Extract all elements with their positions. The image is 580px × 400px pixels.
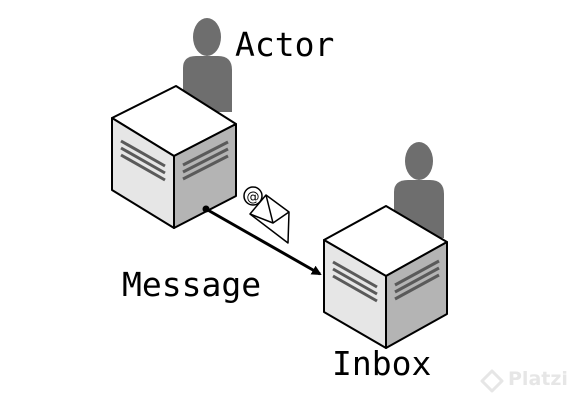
inbox-server-icon [323, 205, 448, 349]
message-label: Message [122, 265, 262, 304]
svg-text:@: @ [247, 190, 260, 205]
actor-node [111, 18, 237, 229]
actor-server-icon [111, 85, 237, 229]
inbox-label: Inbox [332, 344, 432, 383]
email-envelope-icon: @ [243, 186, 290, 244]
actor-label: Actor [235, 25, 335, 64]
watermark-text: Platzi [508, 368, 568, 390]
platzi-logo-icon [480, 369, 504, 393]
message-arrow [205, 207, 322, 276]
inbox-node [323, 142, 448, 349]
message-edge [202, 205, 322, 276]
at-sign-icon: @ [243, 186, 263, 206]
watermark: Platzi [478, 368, 578, 396]
